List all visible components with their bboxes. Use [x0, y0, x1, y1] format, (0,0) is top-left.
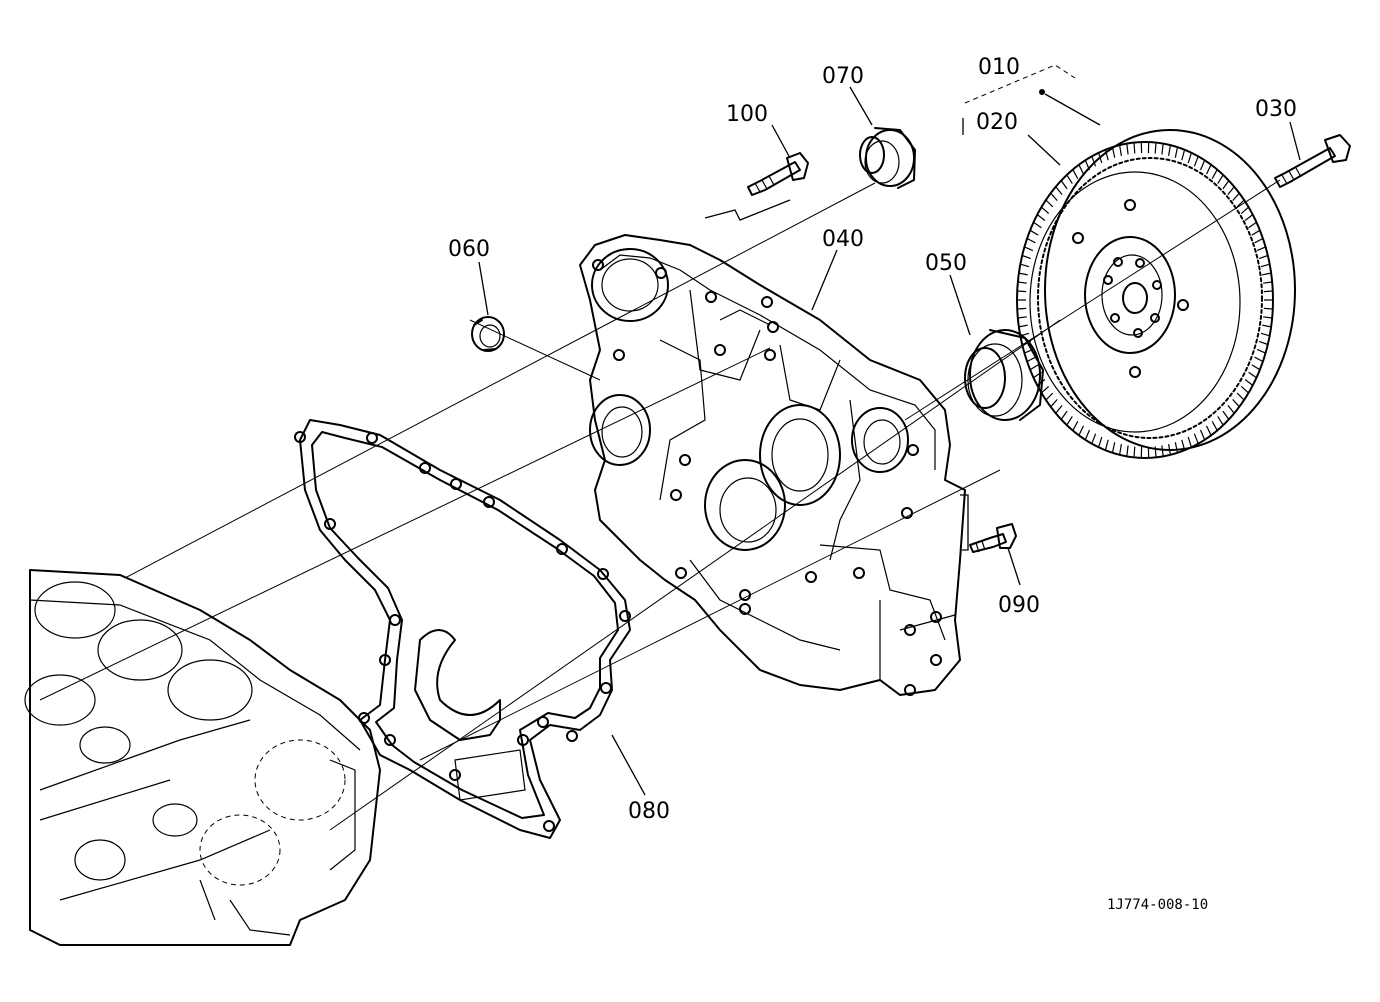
gasket-080 — [294, 419, 631, 839]
callout-090: 090 — [998, 593, 1040, 618]
callout-020: 020 — [976, 110, 1018, 135]
bolt-030 — [1274, 134, 1351, 188]
engine-block — [24, 569, 381, 946]
gear-teeth-path — [1017, 142, 1273, 458]
callout-080: 080 — [628, 799, 670, 824]
bolt-100 — [747, 152, 809, 196]
plug-060 — [471, 316, 505, 352]
leader-lines — [478, 86, 1301, 796]
callout-010: 010 — [978, 55, 1020, 80]
callout-050: 050 — [925, 251, 967, 276]
flywheel-housing-040 — [579, 234, 966, 696]
callout-040: 040 — [822, 227, 864, 252]
callout-labels: 010 020 030 040 050 060 070 080 090 100 … — [448, 55, 1297, 913]
ring-gear-teeth — [1017, 142, 1273, 458]
oil-seal-050 — [964, 329, 1044, 421]
oil-seal-070 — [859, 127, 916, 189]
figure-code: 1J774-008-10 — [1107, 897, 1208, 913]
callout-060: 060 — [448, 237, 490, 262]
callout-070: 070 — [822, 64, 864, 89]
callout-030: 030 — [1255, 97, 1297, 122]
bolt-090 — [969, 523, 1017, 553]
assembly-bracket-010 — [962, 64, 1101, 135]
callout-100: 100 — [726, 102, 768, 127]
